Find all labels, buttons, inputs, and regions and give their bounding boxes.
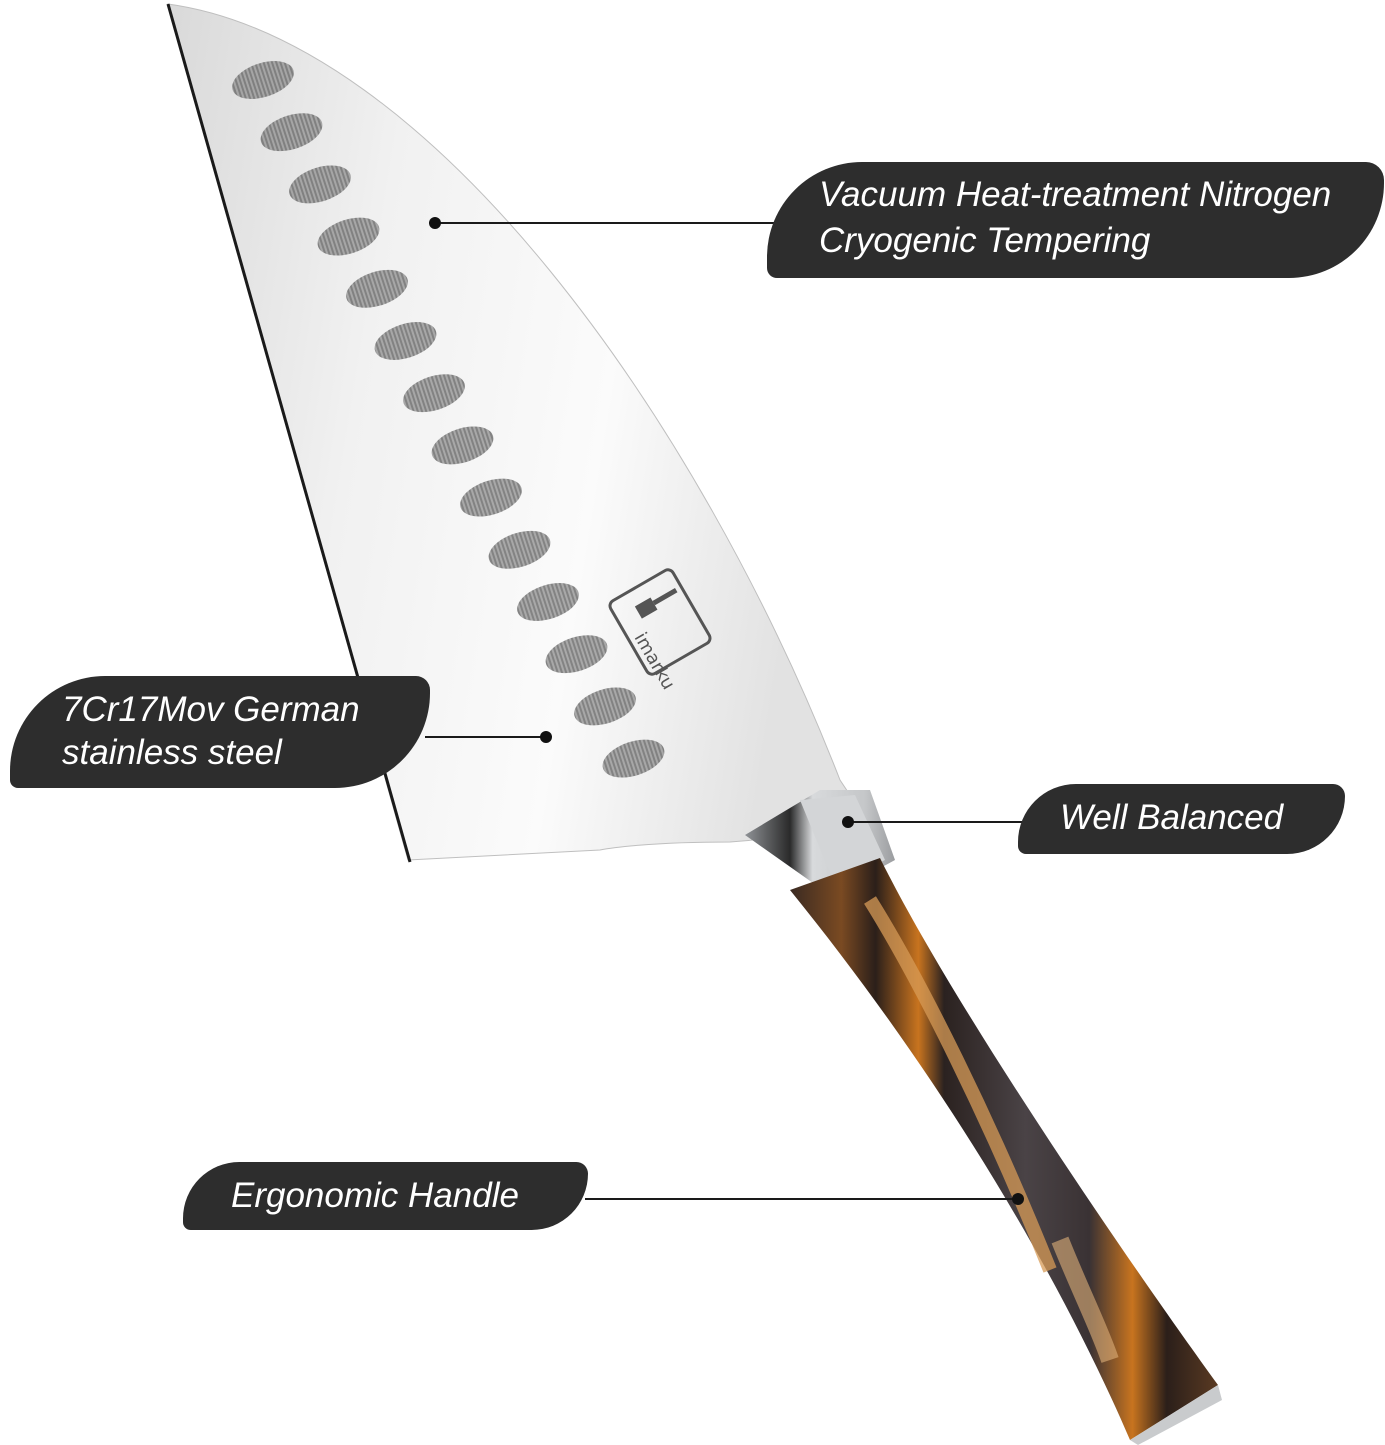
granton-dimple — [403, 374, 465, 413]
callout-line: Vacuum Heat-treatment Nitrogen — [819, 175, 1332, 214]
cleaver-icon — [634, 587, 678, 619]
granton-dimple — [346, 269, 408, 308]
callout-ergonomic-handle: Ergonomic Handle — [183, 1162, 588, 1230]
granton-dimple — [431, 426, 494, 465]
granton-dimple — [460, 478, 522, 517]
granton-dimple — [260, 113, 323, 152]
handle-endcap — [1130, 1385, 1222, 1445]
callout-line: Ergonomic Handle — [231, 1176, 519, 1215]
granton-dimple — [289, 165, 351, 204]
granton-dimples — [232, 61, 665, 778]
granton-dimple — [574, 687, 636, 726]
callout-line: Cryogenic Tempering — [819, 221, 1151, 260]
callout-steel-material: 7Cr17Mov German stainless steel — [10, 676, 430, 788]
callout-heat-treatment: Vacuum Heat-treatment Nitrogen Cryogenic… — [767, 162, 1384, 278]
granton-dimple — [545, 635, 608, 674]
granton-dimple — [232, 61, 294, 99]
callout-line: stainless steel — [62, 733, 282, 772]
callout-line: 7Cr17Mov German — [62, 690, 360, 729]
handle — [790, 858, 1222, 1445]
granton-dimple — [517, 583, 579, 621]
leader-lines — [425, 217, 1030, 1205]
granton-dimple — [602, 739, 665, 778]
callout-line: Well Balanced — [1060, 798, 1284, 837]
granton-dimple — [488, 530, 551, 569]
granton-dimple — [317, 217, 380, 256]
granton-dimple — [374, 322, 437, 360]
callout-well-balanced: Well Balanced — [1018, 784, 1345, 854]
